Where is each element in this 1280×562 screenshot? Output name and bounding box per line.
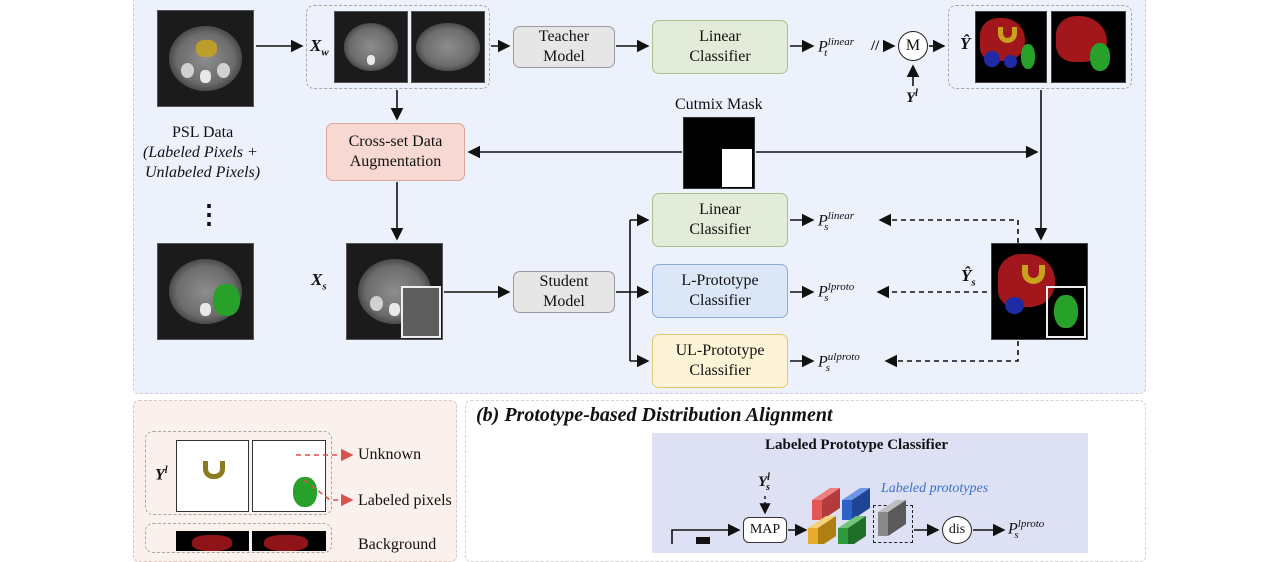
xs-label: Xs: [311, 270, 327, 293]
cutmix-patch: [401, 286, 441, 338]
prototype-bars: [808, 488, 906, 544]
xw-image-1: [334, 11, 408, 83]
legend-yl-group: [145, 431, 332, 515]
p-s-linear-label: Plinears: [818, 210, 855, 233]
legend-yl-label: Yl: [155, 465, 168, 484]
yhat-s-mask: [991, 243, 1088, 340]
yl-input-label: Yl: [906, 88, 918, 106]
connection-arrows: [256, 39, 1048, 544]
section-b-title: (b) Prototype-based Distribution Alignme…: [476, 404, 833, 426]
cutmix-mask-image: [683, 117, 755, 189]
merge-operator: M: [898, 31, 928, 61]
distance-operator: dis: [942, 516, 972, 544]
ysl-label: Yls: [758, 472, 770, 493]
xs-image: [346, 243, 443, 340]
pancreas-overlay: [196, 39, 217, 57]
legend-unknown: Unknown: [358, 446, 422, 463]
xw-label: Xw: [310, 36, 329, 59]
p-s-lproto-label: Plprotos: [818, 281, 855, 304]
legend-yl-mask-2: [252, 440, 326, 512]
stop-gradient-mark: //: [871, 38, 880, 54]
legend-yl-mask-1: [176, 440, 249, 512]
legend-labeled-pixels: Labeled pixels: [358, 492, 452, 509]
p-t-linear-label: Plineart: [818, 36, 855, 59]
ellipsis-dots: ⋮: [196, 200, 222, 229]
cutmix-mask-label: Cutmix Mask: [675, 96, 763, 113]
xw-group: [306, 5, 490, 89]
p-out-label: Plprotos: [1008, 518, 1045, 541]
labeled-prototypes-label: Labeled prototypes: [881, 481, 989, 496]
xw-image-2: [411, 11, 485, 83]
spleen-overlay: [213, 283, 240, 317]
map-operator-box: MAP: [743, 517, 787, 543]
ct-image-labeled: [157, 10, 254, 107]
yhat-mask-2: [1051, 11, 1126, 83]
psl-data-sub2: Unlabeled Pixels): [145, 164, 261, 181]
psl-data-title: PSL Data: [172, 124, 234, 141]
yhat-mask-1: [975, 11, 1047, 83]
yhat-group: [948, 5, 1132, 89]
ct-image-partial: [157, 243, 254, 340]
psl-data-sub1: (Labeled Pixels +: [143, 144, 258, 161]
lpc-title: Labeled Prototype Classifier: [765, 437, 949, 453]
yhat-s-label: Ŷs: [961, 266, 976, 289]
p-s-ulproto-label: Pulprotos: [818, 351, 860, 374]
yhat-label: Ŷ: [960, 34, 971, 53]
